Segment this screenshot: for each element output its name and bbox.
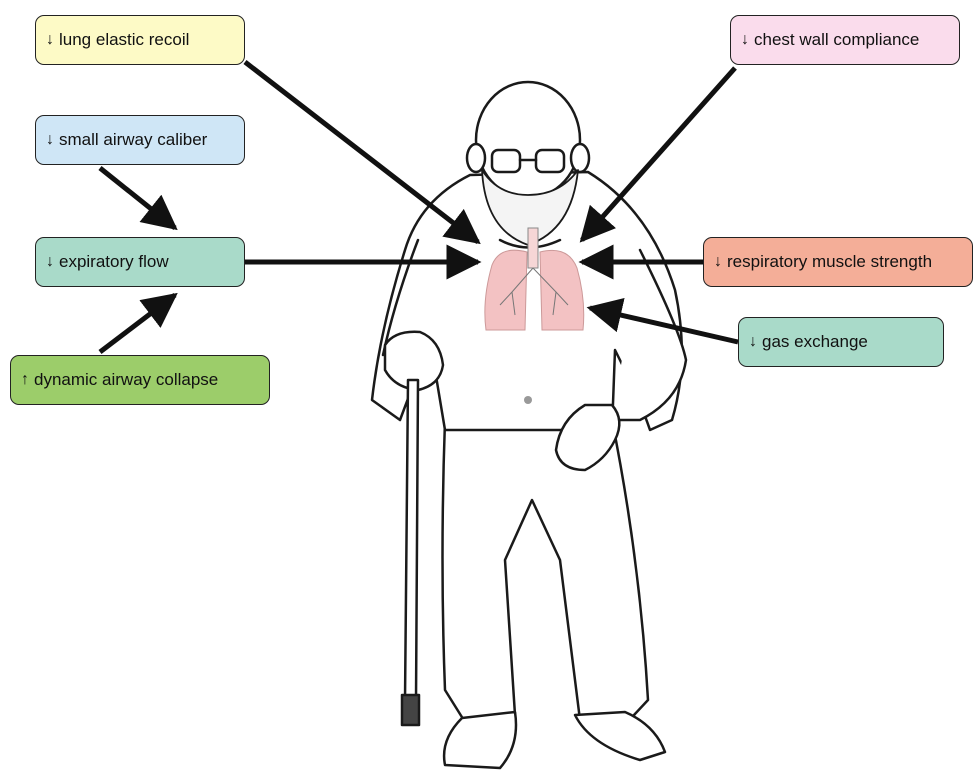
elderly-man-figure (372, 82, 686, 768)
box-label: chest wall compliance (754, 30, 919, 50)
box-label: gas exchange (762, 332, 868, 352)
down-arrow-icon: ↓ (749, 333, 757, 351)
box-chest-wall-compliance: ↓ chest wall compliance (730, 15, 960, 65)
box-lung-elastic-recoil: ↓ lung elastic recoil (35, 15, 245, 65)
box-small-airway-caliber: ↓ small airway caliber (35, 115, 245, 165)
box-respiratory-muscle-strength: ↓ respiratory muscle strength (703, 237, 973, 287)
box-label: lung elastic recoil (59, 30, 189, 50)
cane-tip (402, 695, 419, 725)
down-arrow-icon: ↓ (46, 253, 54, 271)
down-arrow-icon: ↓ (741, 31, 749, 49)
down-arrow-icon: ↓ (714, 253, 722, 271)
up-arrow-icon: ↑ (21, 371, 29, 389)
arrow-lung-elastic-recoil (245, 62, 478, 242)
box-label: small airway caliber (59, 130, 207, 150)
arrow-chest-wall-compliance (582, 68, 735, 240)
box-label: dynamic airway collapse (34, 370, 218, 390)
navel (524, 396, 532, 404)
down-arrow-icon: ↓ (46, 131, 54, 149)
right-shoe (575, 712, 665, 760)
box-label: expiratory flow (59, 252, 169, 272)
left-shoe (444, 712, 516, 768)
box-label: respiratory muscle strength (727, 252, 932, 272)
box-expiratory-flow: ↓ expiratory flow (35, 237, 245, 287)
down-arrow-icon: ↓ (46, 31, 54, 49)
box-dynamic-airway-collapse: ↑ dynamic airway collapse (10, 355, 270, 405)
left-ear (467, 144, 485, 172)
arrow-dynamic-airway-collapse (100, 295, 175, 352)
trachea (528, 228, 538, 268)
box-gas-exchange: ↓ gas exchange (738, 317, 944, 367)
cane (405, 380, 418, 700)
trousers (443, 420, 649, 730)
arrow-small-airway-caliber (100, 168, 175, 228)
right-ear (571, 144, 589, 172)
